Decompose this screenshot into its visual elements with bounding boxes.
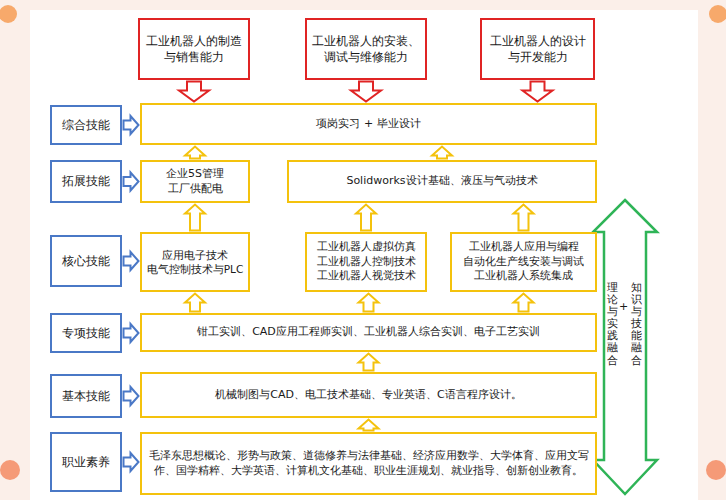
course-box: 工业机器人虚拟仿真 工业机器人控制技术 工业机器人视觉技术 xyxy=(305,232,427,292)
level-box: 核心技能 xyxy=(50,235,122,287)
box-text: 企业5S管理 工厂供配电 xyxy=(148,167,242,197)
box-text: 工业机器人的设计 与开发能力 xyxy=(488,33,587,65)
level-box: 拓展技能 xyxy=(50,160,122,203)
box-text: 核心技能 xyxy=(62,253,110,269)
outcome-box: 工业机器人的设计 与开发能力 xyxy=(480,18,595,80)
box-text: 工业机器人虚拟仿真 工业机器人控制技术 工业机器人视觉技术 xyxy=(313,240,419,285)
box-text: Solidworks设计基础、液压与气动技术 xyxy=(346,174,537,189)
box-text: 工业机器人的制造 与销售能力 xyxy=(146,33,242,65)
outcome-box: 工业机器人的制造 与销售能力 xyxy=(138,18,250,80)
block-arrow xyxy=(179,82,209,102)
level-box: 专项技能 xyxy=(50,313,122,353)
course-box: 钳工实训、CAD应用工程师实训、工业机器人综合实训、电子工艺实训 xyxy=(140,313,597,352)
block-arrow xyxy=(124,453,139,471)
block-arrow xyxy=(359,354,379,371)
course-box: 工业机器人应用与编程 自动化生产线安装与调试 工业机器人系统集成 xyxy=(450,232,597,292)
level-box: 职业素养 xyxy=(50,432,122,492)
block-arrow xyxy=(523,82,553,102)
block-arrow xyxy=(185,147,205,159)
box-text: 钳工实训、CAD应用工程师实训、工业机器人综合实训、电子工艺实训 xyxy=(197,325,540,340)
block-arrow xyxy=(185,294,205,312)
course-box: 应用电子技术 电气控制技术与PLC xyxy=(140,232,250,292)
block-arrow xyxy=(124,116,139,134)
level-box: 综合技能 xyxy=(50,105,122,145)
block-arrow xyxy=(514,205,534,231)
box-text: 专项技能 xyxy=(62,325,110,341)
course-box: 毛泽东思想概论、形势与政策、道德修养与法律基础、经济应用数学、大学体育、应用文写… xyxy=(140,432,597,495)
block-arrow xyxy=(359,294,379,312)
course-box: 机械制图与CAD、电工技术基础、专业英语、C语言程序设计。 xyxy=(140,372,597,418)
double-arrow xyxy=(593,200,657,494)
course-box: Solidworks设计基础、液压与气动技术 xyxy=(287,160,597,203)
peach-ornament xyxy=(706,460,726,480)
course-box: 企业5S管理 工厂供配电 xyxy=(140,160,250,203)
box-text: 应用电子技术 电气控制技术与PLC xyxy=(147,248,244,276)
peach-ornament xyxy=(0,460,20,480)
box-text: 基本技能 xyxy=(62,388,110,404)
box-text: 拓展技能 xyxy=(62,173,110,189)
fusion-label: 理论与实践融合 xyxy=(607,282,618,367)
fusion-label: 知识与技能融合 xyxy=(631,282,642,367)
block-arrow xyxy=(124,173,139,191)
block-arrow xyxy=(359,420,379,431)
box-text: 工业机器人的安装、 调试与维修能力 xyxy=(312,33,420,65)
box-text: 综合技能 xyxy=(62,117,110,133)
block-arrow xyxy=(124,324,139,342)
block-arrow xyxy=(124,387,139,405)
block-arrow xyxy=(351,82,381,102)
block-arrow xyxy=(124,252,139,270)
box-text: 项岗实习 + 毕业设计 xyxy=(316,117,420,132)
box-text: 工业机器人应用与编程 自动化生产线安装与调试 工业机器人系统集成 xyxy=(458,240,589,285)
box-text: 毛泽东思想概论、形势与政策、道德修养与法律基础、经济应用数学、大学体育、应用文写… xyxy=(148,449,589,479)
peach-ornament xyxy=(0,5,17,23)
block-arrow xyxy=(432,147,452,159)
block-arrow xyxy=(514,294,534,312)
block-arrow xyxy=(185,205,205,231)
box-text: 职业素养 xyxy=(62,454,110,470)
outcome-box: 工业机器人的安装、 调试与维修能力 xyxy=(305,18,427,80)
course-box: 项岗实习 + 毕业设计 xyxy=(140,103,597,145)
peach-ornament xyxy=(709,5,726,23)
level-box: 基本技能 xyxy=(50,374,122,418)
block-arrow xyxy=(356,205,376,231)
fusion-label: + xyxy=(619,300,628,313)
box-text: 机械制图与CAD、电工技术基础、专业英语、C语言程序设计。 xyxy=(215,388,521,403)
